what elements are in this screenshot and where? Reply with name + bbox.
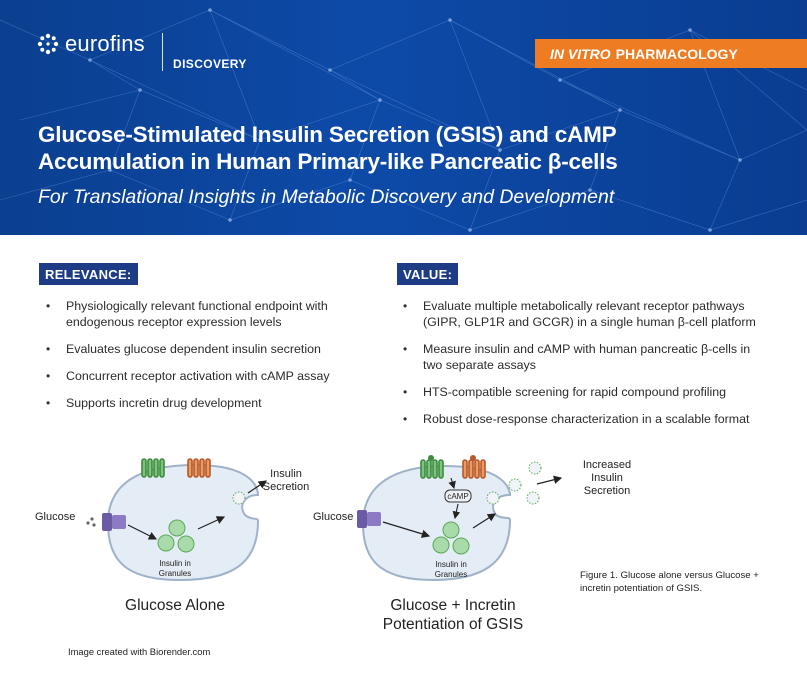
list-item: Evaluates glucose dependent insulin secr…: [40, 341, 360, 357]
secreted-insulin: [526, 491, 540, 505]
secreted-insulin: [528, 461, 542, 475]
granules-line-2: Granules: [434, 570, 468, 579]
logo-divider: [162, 33, 163, 71]
gpcr-receptor-icon: [141, 458, 165, 478]
secretion-line-2: Insulin: [591, 472, 623, 484]
title-line-2: Accumulation in Human Primary-like Pancr…: [38, 149, 618, 174]
glucose-transporter-icon: [86, 513, 126, 531]
page-title: Glucose-Stimulated Insulin Secretion (GS…: [38, 121, 618, 175]
caption-line-2: Potentiation of GSIS: [382, 616, 524, 633]
glucose-label-left: Glucose: [35, 511, 76, 523]
gpcr-receptor-icon: [462, 459, 486, 479]
value-heading: VALUE:: [397, 263, 459, 285]
figure-caption: Figure 1. Glucose alone versus Glucose +…: [580, 570, 759, 594]
eurofins-logo[interactable]: eurofins: [37, 31, 145, 57]
caption-glucose-alone: Glucose Alone: [125, 597, 225, 614]
secretion-line-1: Increased: [582, 459, 632, 471]
list-item: Measure insulin and cAMP with human panc…: [397, 341, 772, 373]
list-item: Robust dose-response characterization in…: [397, 411, 772, 427]
relevance-heading: RELEVANCE:: [39, 263, 138, 285]
secreted-insulin: [508, 478, 522, 492]
granules-label-left: Insulin in Granules: [151, 559, 199, 579]
camp-label: cAMP: [447, 492, 469, 501]
caption-line-1: Glucose + Incretin: [390, 597, 516, 614]
title-line-1: Glucose-Stimulated Insulin Secretion (GS…: [38, 122, 617, 147]
relevance-list: Physiologically relevant functional endp…: [40, 298, 360, 422]
gpcr-receptor-icon: [187, 458, 211, 478]
ligand-icon: [470, 455, 476, 461]
granules-label-right: Insulin in Granules: [427, 560, 475, 580]
category-badge: IN VITRO PHARMACOLOGY: [535, 39, 807, 68]
list-item: Physiologically relevant functional endp…: [40, 298, 360, 330]
caption-glucose-incretin: Glucose + Incretin Potentiation of GSIS: [368, 596, 538, 634]
secretion-line-2: Secretion: [262, 481, 310, 493]
logo-text: eurofins: [65, 31, 145, 56]
hero-banner: eurofins DISCOVERY IN VITRO PHARMACOLOGY…: [0, 0, 807, 235]
secretion-line-1: Insulin: [270, 468, 302, 480]
glucose-label-right: Glucose: [313, 511, 354, 523]
list-item: Supports incretin drug development: [40, 395, 360, 411]
secretion-label-left: Insulin Secretion: [259, 468, 313, 494]
camp-box: [444, 489, 472, 503]
glucose-transporter-icon: [357, 510, 381, 528]
image-credit: Image created with Biorender.com: [68, 646, 211, 657]
list-item: HTS-compatible screening for rapid compo…: [397, 384, 772, 400]
diagram-glucose-incretin: [357, 455, 563, 582]
ligand-icon: [428, 455, 434, 461]
badge-italic: IN VITRO: [550, 45, 611, 62]
granules-line-1: Insulin in: [435, 560, 467, 569]
logo-subtitle: DISCOVERY: [173, 57, 247, 71]
secreted-insulin: [486, 491, 500, 505]
insulin-granule-icon: [157, 519, 195, 553]
secretion-line-3: Secretion: [583, 485, 631, 497]
secreted-insulin: [232, 491, 246, 505]
value-list: Evaluate multiple metabolically relevant…: [397, 298, 772, 438]
list-item: Evaluate multiple metabolically relevant…: [397, 298, 772, 330]
eurofins-logo-icon: [37, 33, 59, 55]
page-subtitle: For Translational Insights in Metabolic …: [38, 186, 615, 208]
granules-line-2: Granules: [158, 569, 192, 578]
list-item: Concurrent receptor activation with cAMP…: [40, 368, 360, 384]
badge-text: PHARMACOLOGY: [615, 45, 738, 62]
insulin-granule-icon: [432, 521, 470, 555]
secretion-label-right: Increased Insulin Secretion: [576, 459, 638, 498]
diagram-glucose-alone: [86, 458, 267, 582]
granules-line-1: Insulin in: [159, 559, 191, 568]
